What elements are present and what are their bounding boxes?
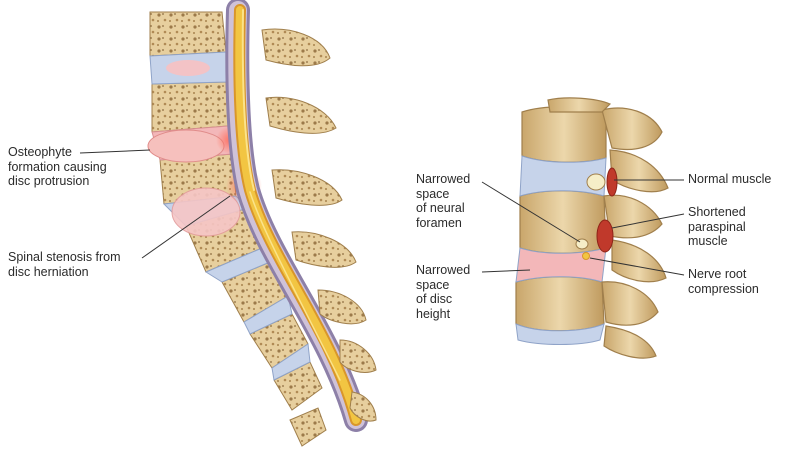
- label-spinal-stenosis: Spinal stenosis from disc herniation: [8, 250, 121, 279]
- label-normal-muscle: Normal muscle: [688, 172, 771, 187]
- label-nerve-root-compression: Nerve root compression: [688, 267, 759, 296]
- normal-muscle: [607, 168, 617, 196]
- label-osteophyte: Osteophyte formation causing disc protru…: [8, 145, 107, 189]
- label-shortened-muscle: Shortened paraspinal muscle: [688, 205, 746, 249]
- label-narrowed-disc-height: Narrowed space of disc height: [416, 263, 470, 321]
- sagittal-spine-view: [148, 10, 376, 446]
- label-narrowed-foramen: Narrowed space of neural foramen: [416, 172, 470, 230]
- lateral-spine-view: [516, 98, 668, 358]
- shortened-muscle: [597, 220, 613, 252]
- lateral-vertebral-bodies: [516, 107, 606, 331]
- osteophyte-protrusion: [148, 130, 224, 162]
- neural-foramen: [587, 174, 605, 190]
